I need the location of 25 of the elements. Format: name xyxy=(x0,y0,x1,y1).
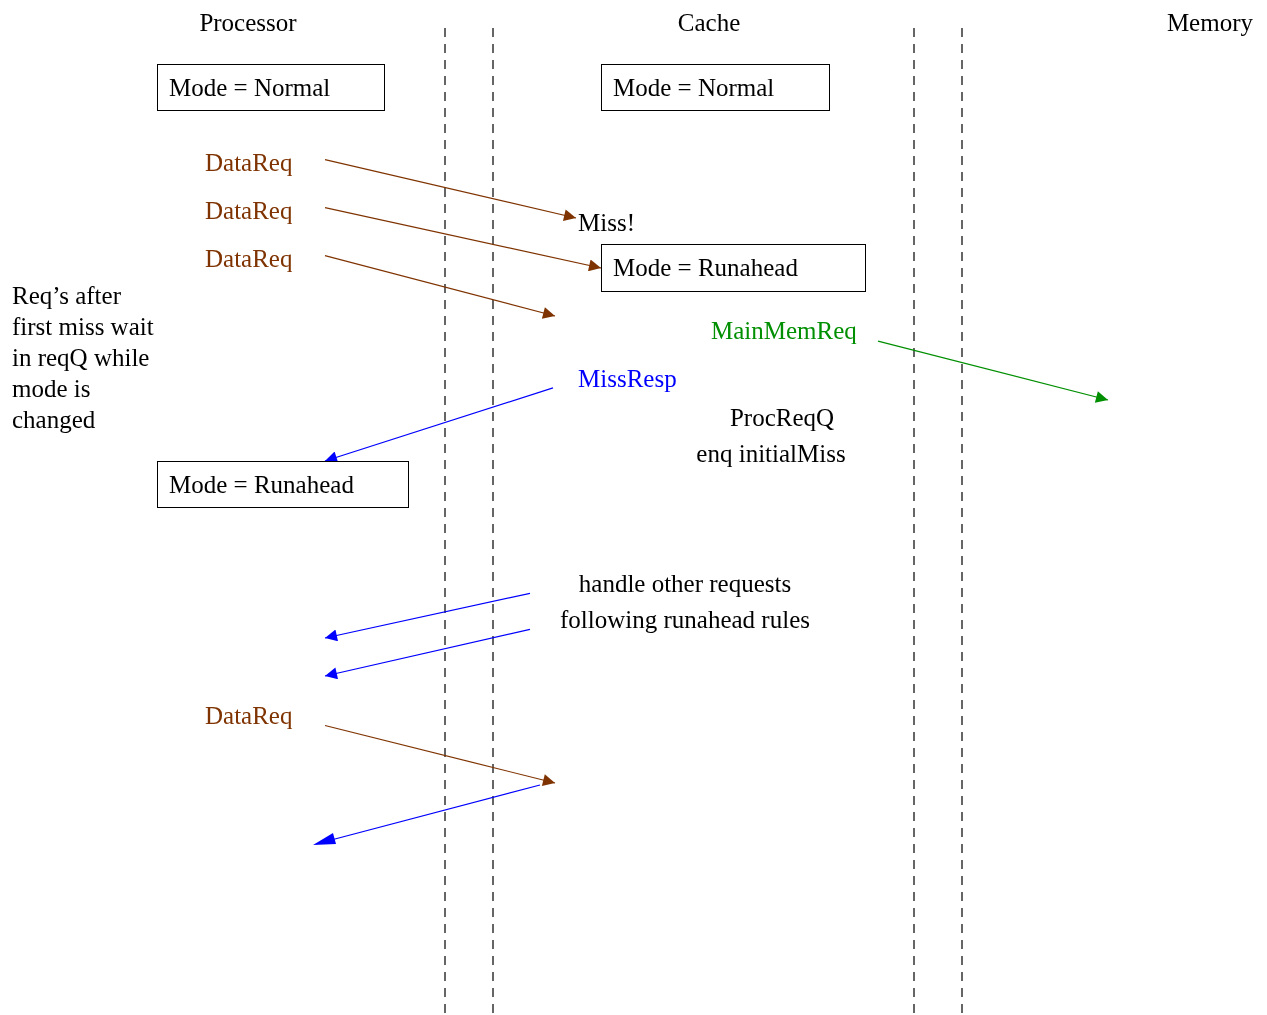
queue-note: enq initialMiss xyxy=(695,439,847,469)
queue-note: ProcReqQ xyxy=(728,403,836,433)
message-arrow xyxy=(877,340,1109,403)
message-arrow xyxy=(324,592,531,642)
mode-box: Mode = Normal xyxy=(157,64,385,111)
status-note: Miss! xyxy=(576,209,644,236)
mode-box: Mode = Normal xyxy=(601,64,830,111)
action-note: handle other requests following runahead rules xyxy=(530,566,840,638)
side-note: Req’s after first miss wait in reqQ while mode is changed xyxy=(12,281,155,435)
message-arrow xyxy=(324,724,556,786)
mode-box: Mode = Runahead xyxy=(601,244,866,292)
message-label: DataReq xyxy=(200,146,325,180)
mode-box: Mode = Runahead xyxy=(157,461,409,508)
message-arrow xyxy=(324,207,602,272)
lane-heading: Memory xyxy=(1165,8,1254,38)
message-label: DataReq xyxy=(200,699,325,733)
message-arrow xyxy=(324,628,531,680)
lane-heading: Cache xyxy=(676,8,742,38)
message-label: DataReq xyxy=(200,242,325,276)
message-arrow xyxy=(324,255,556,319)
message-arrow xyxy=(324,159,577,222)
message-label: MissResp xyxy=(553,362,698,396)
message-label: MainMemReq xyxy=(706,314,878,348)
message-label: DataReq xyxy=(200,194,325,228)
lane-heading: Processor xyxy=(198,8,298,38)
